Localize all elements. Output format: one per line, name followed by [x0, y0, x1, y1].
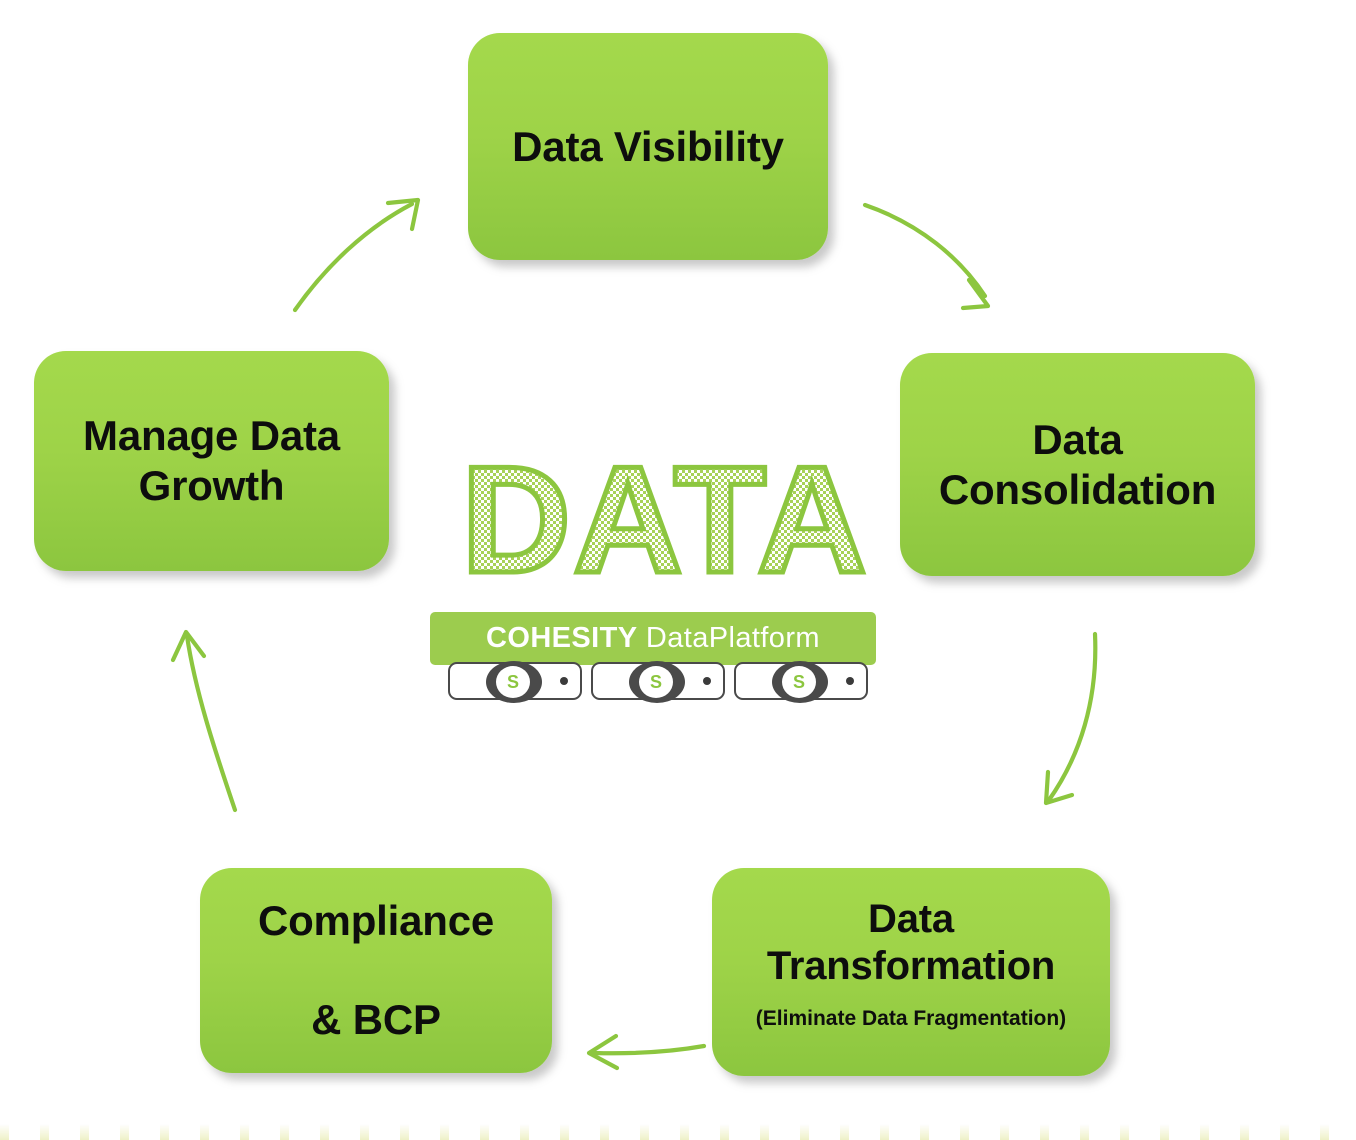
node-sublabel: (Eliminate Data Fragmentation) [755, 1007, 1067, 1031]
arrow-transformation-to-compliance [586, 1033, 707, 1071]
node-led-icon [703, 677, 711, 685]
platform-bar: COHESITY DataPlatform [430, 612, 876, 665]
node-led-icon [560, 677, 568, 685]
node-disc-icon: S [639, 666, 673, 698]
node-label: Data Transformation [766, 897, 1056, 989]
arrow-visibility-to-consolidation [862, 202, 991, 311]
node-glyph: S [792, 672, 805, 692]
node-disc-icon: S [496, 666, 530, 698]
node-manage-data-growth[interactable]: Manage Data Growth [34, 351, 389, 571]
arrow-consolidation-to-transformation [1043, 631, 1098, 806]
platform-bar-text: COHESITY DataPlatform [486, 622, 820, 655]
node-label: Data Consolidation [938, 415, 1217, 513]
node-glyph: S [506, 672, 519, 692]
cohesity-dataplatform-logo: DATA COHESITY DataPlatform S S S [430, 440, 900, 715]
arrow-growth-to-visibility [292, 197, 421, 313]
arrow-compliance-to-growth [170, 629, 238, 813]
bottom-dotted-strip [0, 1124, 1356, 1140]
appliance-node: S [448, 661, 582, 703]
node-label: Manage Data Growth [83, 412, 340, 509]
node-data-visibility[interactable]: Data Visibility [468, 33, 828, 260]
node-data-consolidation[interactable]: Data Consolidation [900, 353, 1255, 576]
appliance-node-row: S S S [448, 661, 868, 703]
node-label: Compliance & BCP [257, 897, 495, 1044]
platform-product: DataPlatform [637, 622, 820, 654]
node-glyph: S [649, 672, 662, 692]
appliance-node: S [734, 661, 868, 703]
node-data-transformation[interactable]: Data Transformation (Eliminate Data Frag… [712, 868, 1110, 1076]
data-wordmark: DATA [459, 440, 870, 600]
data-wordmark-text: DATA [461, 440, 869, 600]
node-compliance-bcp[interactable]: Compliance & BCP [200, 868, 552, 1073]
appliance-node: S [591, 661, 725, 703]
node-disc-icon: S [782, 666, 816, 698]
node-led-icon [846, 677, 854, 685]
node-label: Data Visibility [512, 122, 784, 170]
platform-brand: COHESITY [486, 622, 638, 654]
